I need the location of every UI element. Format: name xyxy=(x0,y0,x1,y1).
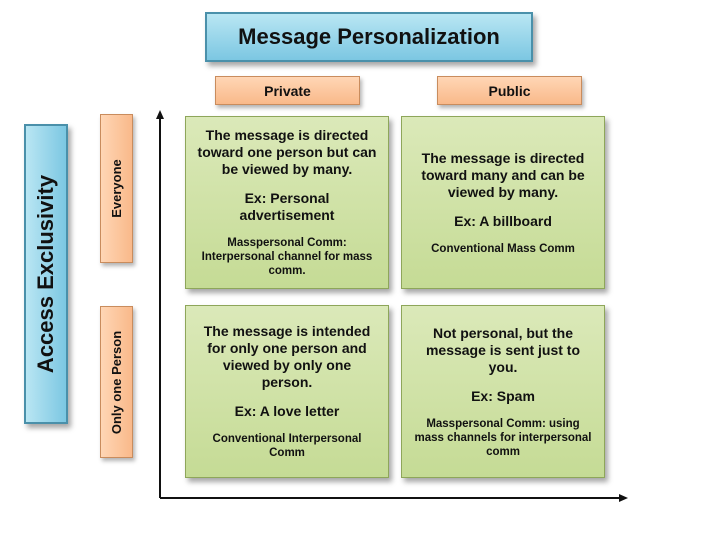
cell-example: Ex: Personal advertisement xyxy=(239,190,335,223)
cell-type: Masspersonal Comm: using mass channels f… xyxy=(414,417,592,458)
diagram-title: Message Personalization xyxy=(205,12,533,62)
column-header-public-text: Public xyxy=(488,82,531,99)
cell-public-only-one: Not personal, but the message is sent ju… xyxy=(401,305,605,478)
cell-type: Conventional Mass Comm xyxy=(431,242,575,255)
row-header-everyone: Everyone xyxy=(100,114,133,263)
column-header-private: Private xyxy=(215,76,360,105)
cell-description: Not personal, but the message is sent ju… xyxy=(425,324,581,375)
cell-private-only-one: The message is intended for only one per… xyxy=(185,305,389,478)
column-header-public: Public xyxy=(437,76,582,105)
cell-public-everyone: The message is directed toward many and … xyxy=(401,116,605,289)
cell-description: The message is directed toward one perso… xyxy=(197,127,377,177)
column-header-private-text: Private xyxy=(264,82,311,99)
side-label-box: Access Exclusivity xyxy=(24,124,68,424)
cell-description: The message is directed toward many and … xyxy=(421,149,585,200)
cell-type: Conventional Interpersonal Comm xyxy=(212,433,362,459)
cell-example: Ex: Spam xyxy=(471,387,535,404)
cell-description: The message is intended for only one per… xyxy=(203,323,371,390)
cell-private-everyone: The message is directed toward one perso… xyxy=(185,116,389,289)
diagram-title-text: Message Personalization xyxy=(238,24,500,49)
cell-example: Ex: A love letter xyxy=(234,403,340,419)
row-header-only-one: Only one Person xyxy=(100,306,133,458)
cell-example: Ex: A billboard xyxy=(454,212,552,229)
cell-type: Masspersonal Comm: Interpersonal channel… xyxy=(201,237,373,277)
